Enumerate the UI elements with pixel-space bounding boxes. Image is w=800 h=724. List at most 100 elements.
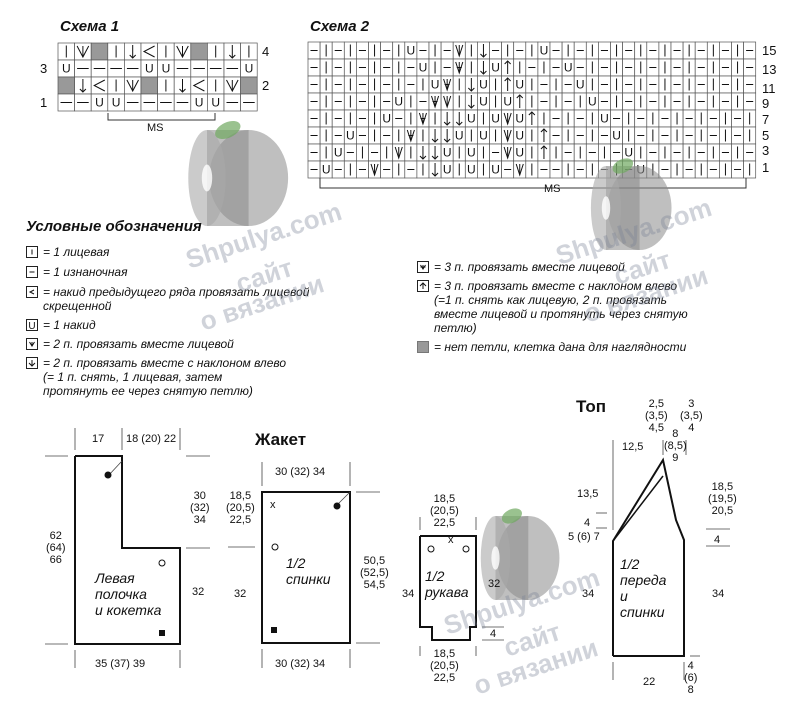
k2tog-symbol xyxy=(370,163,379,177)
jacket-back-outline xyxy=(261,491,351,644)
jacket-back-dim-right: 50,5 (52,5) 54,5 xyxy=(360,555,389,591)
marker-dot xyxy=(333,502,341,510)
marker-square xyxy=(271,627,277,633)
yarn-ball-icon xyxy=(201,164,213,192)
ssk-symbol xyxy=(419,155,427,160)
scheme1-row-label: 2 xyxy=(262,78,270,93)
yarn-over-symbol: U xyxy=(334,146,343,160)
yarn-over-symbol: U xyxy=(346,129,355,143)
yarn-over-symbol: U xyxy=(211,96,220,110)
legend-twisted-knit-symbol xyxy=(26,286,38,298)
k2tog-symbol xyxy=(176,45,189,59)
marker-circle xyxy=(462,545,470,553)
ssk-symbol xyxy=(228,54,236,59)
k3tog-symbol xyxy=(431,95,440,109)
twisted-knit-symbol xyxy=(28,289,35,295)
k2tog-symbol xyxy=(226,79,239,93)
scheme1-row-label: 4 xyxy=(262,44,270,59)
yarn-over-symbol: U xyxy=(245,62,254,76)
jacket-front-dim-left: 62 (64) 66 xyxy=(46,530,66,566)
legend-description: = 3 п. провязать вместе лицевой xyxy=(434,260,625,274)
marker-square xyxy=(159,630,165,636)
legend-description: = нет петли, клетка дана для наглядности xyxy=(434,340,687,354)
top-body-dim-left-shoulder: 5 (6) 7 xyxy=(568,531,600,543)
twisted-knit-symbol xyxy=(93,79,106,92)
legend-icon-glyph: U xyxy=(28,321,35,330)
legend-description: = 1 изнаночная xyxy=(43,265,128,279)
no-stitch-cell xyxy=(57,76,75,95)
top-body-dim-top-left: 12,5 xyxy=(622,441,644,453)
k2tog-symbol xyxy=(76,45,90,59)
scheme2-row-label: 5 xyxy=(762,128,770,143)
leaf-icon xyxy=(612,158,634,174)
jacket-back-mark: x xyxy=(270,499,276,511)
k3tog-symbol xyxy=(455,61,464,75)
scheme2-row-label: 11 xyxy=(762,81,776,96)
sk2p-symbol xyxy=(504,60,512,65)
yarn-over-symbol: U xyxy=(479,95,488,109)
yarn-over-symbol: U xyxy=(515,112,524,126)
twisted-knit-symbol xyxy=(192,79,205,92)
twisted-knit-symbol xyxy=(142,45,155,58)
yarn-over-symbol: U xyxy=(467,163,476,177)
k2tog-symbol xyxy=(455,44,464,58)
legend-icon-glyph xyxy=(28,289,35,295)
legend-ssk-symbol xyxy=(26,357,38,369)
sk2p-symbol xyxy=(540,128,548,133)
top-body-dim-top-a: 2,5 (3,5) 4,5 xyxy=(645,398,668,434)
k3tog-symbol xyxy=(418,112,427,126)
legend-description: = 2 п. провязать вместе с наклоном влево… xyxy=(43,356,287,398)
ssk-symbol xyxy=(129,54,137,59)
top-sleeve-outline xyxy=(419,535,477,641)
jacket-back-dim-left-lower: 32 xyxy=(234,588,247,600)
legend-purl-symbol xyxy=(26,266,38,278)
scheme2-row-label: 13 xyxy=(762,62,777,77)
yarn-over-symbol: U xyxy=(600,112,609,126)
k3tog-symbol xyxy=(443,78,452,92)
sk2p-symbol xyxy=(516,94,524,99)
k2tog-symbol xyxy=(443,95,452,109)
top-body-dim-top-b: 3 (3,5) 4 xyxy=(680,398,703,434)
legend-no-stitch-cell xyxy=(417,341,429,353)
yarn-over-symbol: U xyxy=(588,95,597,109)
yarn-over-symbol: U xyxy=(479,78,488,92)
k2tog-symbol xyxy=(29,341,35,347)
top-sleeve-dim-right: 32 xyxy=(488,578,501,590)
top-body-dim-right-upper: 18,5 (19,5) 20,5 xyxy=(708,481,737,517)
yarn-over-symbol: U xyxy=(431,78,440,92)
marker-circle xyxy=(158,559,166,567)
scheme2-title: Схема 2 xyxy=(310,18,370,35)
legend-description: = 1 лицевая xyxy=(43,245,110,259)
jacket-back-dim-bottom: 30 (32) 34 xyxy=(275,658,326,670)
jacket-back-dim-left-upper: 18,5 (20,5) 22,5 xyxy=(226,490,255,526)
scheme2-row-label: 15 xyxy=(762,43,777,58)
ssk-symbol xyxy=(455,121,463,126)
ssk-symbol xyxy=(443,138,451,143)
yarn-over-symbol: U xyxy=(195,96,204,110)
ssk-symbol xyxy=(480,70,487,75)
ssk-symbol xyxy=(179,88,186,93)
legend-icon-glyph xyxy=(31,249,33,255)
no-stitch-cell xyxy=(240,76,258,95)
yarn-over-symbol: U xyxy=(491,163,500,177)
yarn-over-symbol: U xyxy=(145,62,154,76)
top-title: Топ xyxy=(576,397,606,416)
yarn-over-symbol: U xyxy=(419,61,428,75)
sk2p-symbol xyxy=(419,282,427,287)
top-schematic xyxy=(419,440,730,680)
yarn-over-symbol: U xyxy=(112,96,121,110)
sk2p-symbol xyxy=(528,111,536,116)
yarn-over-symbol: U xyxy=(576,78,585,92)
k2tog-symbol xyxy=(503,112,512,126)
top-body-dim-right-lower: 34 xyxy=(712,588,725,600)
yarn-over-symbol: U xyxy=(443,163,452,177)
ssk-symbol xyxy=(443,121,451,126)
yarn-over-symbol: U xyxy=(162,62,171,76)
ssk-symbol xyxy=(467,104,475,109)
top-sleeve-dim-bottom: 18,5 (20,5) 22,5 xyxy=(430,648,459,684)
top-sleeve-dim-top: 18,5 (20,5) 22,5 xyxy=(430,493,459,529)
top-body-label: 1/2 переда и спинки xyxy=(620,556,667,620)
jacket-back-label: 1/2 спинки xyxy=(286,555,331,587)
